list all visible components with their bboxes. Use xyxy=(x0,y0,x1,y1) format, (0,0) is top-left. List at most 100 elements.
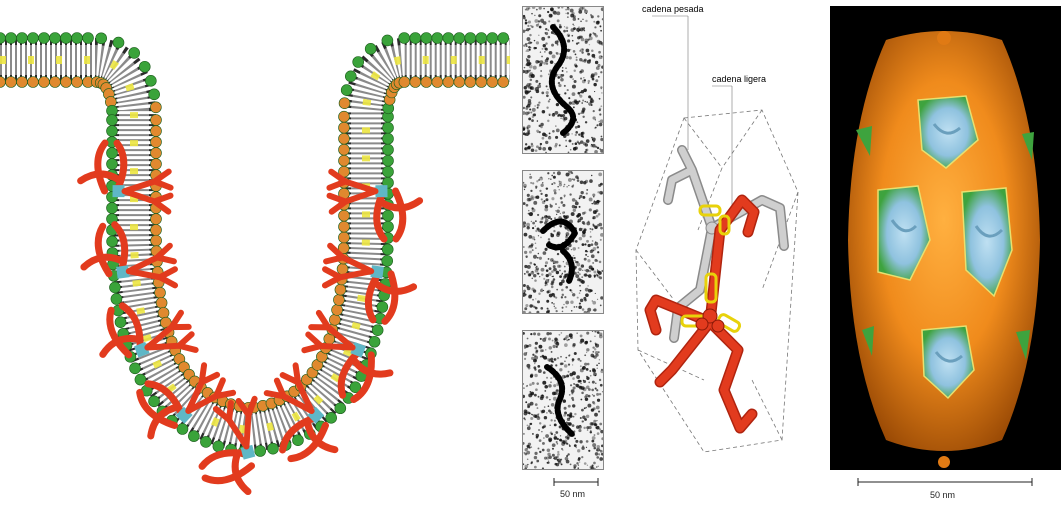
speckle-dot xyxy=(535,347,538,350)
speckle-dot xyxy=(545,48,548,51)
speckle-dot xyxy=(578,247,580,249)
speckle-dot xyxy=(546,332,549,335)
speckle-dot xyxy=(585,293,589,297)
speckle-dot xyxy=(595,79,598,82)
lipid-head xyxy=(267,443,278,454)
lipid-head xyxy=(113,37,124,48)
speckle-dot xyxy=(588,39,590,41)
speckle-dot xyxy=(598,351,600,353)
speckle-dot xyxy=(579,273,581,275)
speckle-dot xyxy=(556,103,559,106)
speckle-dot xyxy=(527,286,531,290)
speckle-dot xyxy=(585,341,588,344)
membrane-guide xyxy=(0,60,510,430)
speckle-dot xyxy=(579,95,582,98)
speckle-dot xyxy=(592,369,596,373)
speckle-dot xyxy=(590,422,594,426)
speckle-dot xyxy=(559,24,561,26)
light-chain-label: cadena ligera xyxy=(712,74,766,84)
speckle-dot xyxy=(569,354,570,355)
speckle-dot xyxy=(588,382,590,384)
speckle-dot xyxy=(537,300,540,303)
speckle-dot xyxy=(576,28,580,32)
speckle-dot xyxy=(543,278,545,280)
speckle-dot xyxy=(573,106,575,108)
lipid-head xyxy=(339,98,350,109)
speckle-dot xyxy=(541,288,542,289)
speckle-dot xyxy=(550,419,552,421)
micrograph-bottom xyxy=(522,330,604,470)
triskelion-schematic-svg: cadena pesada cadena ligera xyxy=(612,0,822,504)
speckle-dot xyxy=(525,19,527,21)
speckle-dot xyxy=(553,296,555,298)
speckle-dot xyxy=(564,216,568,220)
speckle-dot xyxy=(579,440,582,443)
speckle-dot xyxy=(531,13,533,15)
speckle-dot xyxy=(566,27,569,30)
speckle-dot xyxy=(559,368,562,371)
speckle-dot xyxy=(545,28,547,30)
speckle-dot xyxy=(534,40,535,41)
lipid-head xyxy=(369,336,380,347)
speckle-dot xyxy=(546,412,548,414)
lipid-tails xyxy=(0,60,510,430)
speckle-dot xyxy=(599,428,601,430)
speckle-dot xyxy=(531,271,535,275)
speckle-dot xyxy=(527,198,531,202)
speckle-dot xyxy=(581,90,584,93)
speckle-dot xyxy=(591,203,592,204)
speckle-dot xyxy=(555,431,558,434)
speckle-dot xyxy=(588,82,590,84)
speckle-dot xyxy=(580,48,584,52)
speckle-dot xyxy=(594,331,596,333)
speckle-dot xyxy=(558,265,561,268)
speckle-dot xyxy=(559,181,560,182)
speckle-dot xyxy=(546,187,548,189)
speckle-dot xyxy=(573,27,576,30)
speckle-dot xyxy=(569,394,571,396)
speckle-dot xyxy=(577,271,579,273)
speckle-dot xyxy=(584,79,586,81)
speckle-dot xyxy=(561,289,564,292)
speckle-dot xyxy=(535,388,538,391)
speckle-dot xyxy=(526,223,530,227)
speckle-dot xyxy=(547,308,549,310)
lipid-head xyxy=(135,374,146,385)
speckle-dot xyxy=(586,49,590,53)
speckle-dot xyxy=(533,66,537,70)
speckle-dot xyxy=(563,399,567,403)
speckle-dot xyxy=(556,389,559,392)
speckle-dot xyxy=(545,42,547,44)
speckle-dot xyxy=(573,179,575,181)
speckle-dot xyxy=(580,383,581,384)
speckle-dot xyxy=(562,311,564,313)
speckle-dot xyxy=(586,376,588,378)
speckle-dot xyxy=(575,201,579,205)
speckle-dot xyxy=(556,214,557,215)
speckle-dot xyxy=(598,213,601,216)
speckle-dot xyxy=(599,359,600,360)
speckle-dot xyxy=(538,147,541,150)
speckle-dot xyxy=(545,32,546,33)
speckle-dot xyxy=(572,358,575,361)
speckle-dot xyxy=(546,269,549,272)
speckle-dot xyxy=(597,299,598,300)
lipid-head xyxy=(337,264,348,275)
speckle-dot xyxy=(548,100,550,102)
speckle-dot xyxy=(523,44,525,46)
speckle-dot xyxy=(572,377,575,380)
speckle-dot xyxy=(544,215,548,219)
speckle-dot xyxy=(591,228,593,230)
speckle-dot xyxy=(542,442,545,445)
speckle-dot xyxy=(565,67,566,68)
speckle-dot xyxy=(531,295,532,296)
speckle-dot xyxy=(567,422,570,425)
speckle-dot xyxy=(565,301,569,305)
speckle-dot xyxy=(597,191,599,193)
speckle-dot xyxy=(554,307,556,309)
lipid-head xyxy=(465,77,476,88)
speckle-dot xyxy=(575,126,578,129)
speckle-dot xyxy=(547,11,549,13)
speckle-dot xyxy=(554,436,558,440)
speckle-dot xyxy=(578,429,581,432)
